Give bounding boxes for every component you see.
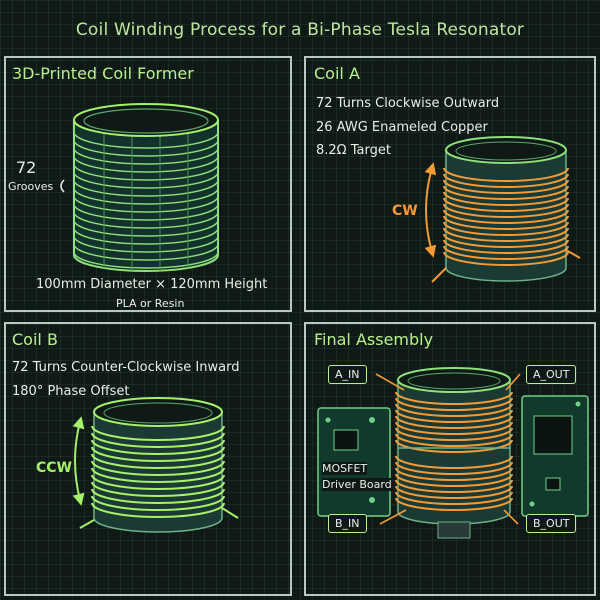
copper-turn bbox=[395, 497, 513, 511]
copper-turn bbox=[395, 467, 513, 481]
winding-turn bbox=[91, 425, 225, 441]
copper-turn bbox=[395, 391, 513, 405]
groove-ring bbox=[73, 251, 219, 269]
coil-b-phase: 180° Phase Offset bbox=[12, 384, 130, 399]
winding-turn bbox=[91, 488, 225, 504]
copper-turn bbox=[395, 491, 513, 505]
coil-a-drawing bbox=[424, 136, 581, 283]
copper-turn bbox=[443, 251, 569, 266]
coil-a-direction: CW bbox=[392, 203, 418, 219]
copper-turn bbox=[395, 415, 513, 429]
copper-turn bbox=[395, 485, 513, 499]
copper-turn bbox=[395, 403, 513, 417]
groove-ring bbox=[73, 147, 219, 165]
pin-b-out: B_OUT bbox=[526, 514, 577, 533]
former-dimensions: 100mm Diameter × 120mm Height bbox=[36, 277, 268, 292]
final-assembly-drawing bbox=[317, 367, 589, 539]
groove-ring bbox=[73, 203, 219, 221]
pin-b-in: B_IN bbox=[328, 514, 367, 533]
former-material: PLA or Resin bbox=[116, 297, 185, 310]
coil-a-wire: 26 AWG Enameled Copper bbox=[316, 120, 488, 135]
groove-ring bbox=[73, 139, 219, 157]
coil-a-turns: 72 Turns Clockwise Outward bbox=[316, 96, 500, 111]
panel-coil-a bbox=[304, 56, 596, 312]
copper-turn bbox=[395, 409, 513, 423]
coil-a-winding bbox=[443, 167, 569, 266]
pin-a-in: A_IN bbox=[328, 365, 367, 384]
panel-assembly bbox=[304, 322, 596, 596]
panel-coil-b bbox=[4, 322, 292, 596]
copper-turn bbox=[443, 185, 569, 200]
groove-ring bbox=[73, 163, 219, 181]
winding-turn bbox=[91, 502, 225, 518]
winding-turn bbox=[91, 467, 225, 483]
coil-a-resistance: 8.2Ω Target bbox=[316, 143, 391, 158]
copper-turn bbox=[395, 421, 513, 435]
copper-turn bbox=[443, 197, 569, 212]
copper-turn bbox=[395, 473, 513, 487]
copper-turn bbox=[395, 461, 513, 475]
assembly-header: Final Assembly bbox=[314, 330, 434, 349]
groove-ring bbox=[73, 235, 219, 253]
coil-b-header: Coil B bbox=[12, 330, 58, 349]
former-header: 3D-Printed Coil Former bbox=[12, 64, 194, 83]
copper-turn bbox=[443, 227, 569, 242]
coil-a-header: Coil A bbox=[314, 64, 360, 83]
assembly-winding bbox=[395, 391, 513, 511]
copper-turn bbox=[443, 209, 569, 224]
copper-turn bbox=[395, 433, 513, 447]
coil-b-winding bbox=[91, 425, 225, 518]
former-ribs bbox=[103, 125, 189, 271]
coil-b-direction: CCW bbox=[36, 460, 72, 476]
groove-ring bbox=[73, 243, 219, 261]
copper-turn bbox=[395, 427, 513, 441]
copper-turn bbox=[395, 455, 513, 469]
copper-turn bbox=[443, 233, 569, 248]
copper-turn bbox=[443, 245, 569, 260]
winding-turn bbox=[91, 495, 225, 511]
diagram-title: Coil Winding Process for a Bi-Phase Tesl… bbox=[75, 20, 525, 40]
groove-ring bbox=[73, 131, 219, 149]
groove-ring bbox=[73, 155, 219, 173]
groove-ring bbox=[73, 195, 219, 213]
groove-ring bbox=[73, 179, 219, 197]
winding-turn bbox=[91, 439, 225, 455]
copper-turn bbox=[395, 397, 513, 411]
copper-turn bbox=[443, 173, 569, 188]
copper-turn bbox=[443, 203, 569, 218]
groove-ring bbox=[73, 187, 219, 205]
copper-turn bbox=[443, 179, 569, 194]
former-grooves bbox=[73, 131, 219, 269]
winding-turn bbox=[91, 474, 225, 490]
winding-turn bbox=[91, 453, 225, 469]
coil-former-drawing bbox=[60, 103, 219, 272]
winding-turn bbox=[91, 446, 225, 462]
coil-b-turns: 72 Turns Counter-Clockwise Inward bbox=[12, 360, 240, 375]
copper-turn bbox=[443, 221, 569, 236]
panel-former bbox=[4, 56, 292, 312]
copper-turn bbox=[443, 167, 569, 182]
copper-turn bbox=[395, 479, 513, 493]
copper-turn bbox=[443, 239, 569, 254]
coil-b-drawing bbox=[72, 397, 239, 533]
grooves-count: 72 bbox=[16, 158, 37, 177]
pin-a-out: A_OUT bbox=[526, 365, 577, 384]
winding-turn bbox=[91, 460, 225, 476]
groove-ring bbox=[73, 227, 219, 245]
copper-turn bbox=[395, 439, 513, 453]
board-label-line1: MOSFET bbox=[322, 462, 368, 475]
winding-turn bbox=[91, 432, 225, 448]
copper-turn bbox=[443, 191, 569, 206]
grooves-label: Grooves bbox=[8, 180, 54, 193]
groove-ring bbox=[73, 211, 219, 229]
groove-ring bbox=[73, 171, 219, 189]
groove-ring bbox=[73, 219, 219, 237]
winding-turn bbox=[91, 481, 225, 497]
board-label-line2: Driver Board bbox=[322, 478, 392, 491]
copper-turn bbox=[443, 215, 569, 230]
